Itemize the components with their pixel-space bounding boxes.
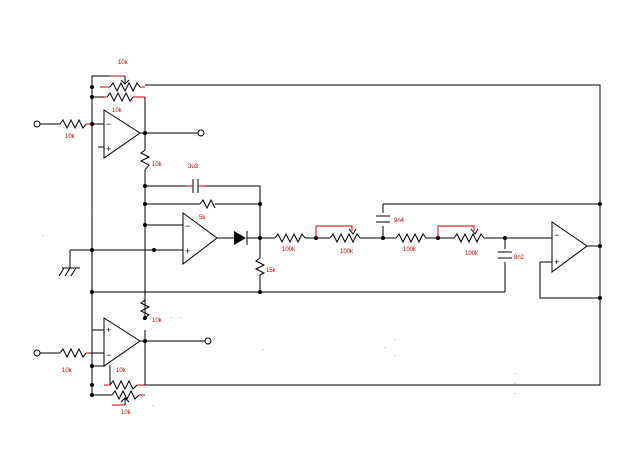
junction-dot [90, 383, 94, 387]
stray-mark: .. [90, 206, 92, 211]
opamp-integrator: − + [182, 212, 218, 266]
junction-dot [598, 244, 602, 248]
opamp-minus-sign: − [185, 221, 190, 231]
r-in-top [59, 118, 87, 130]
label-r-mid-top: 10k [152, 162, 163, 168]
input-terminal-bottom [33, 349, 41, 357]
junction-dot [90, 248, 94, 252]
opamp-minus-sign: − [554, 230, 559, 240]
pot-100k-2 [453, 232, 485, 244]
pot-100k-1 [329, 232, 361, 244]
label-c-9n4: 9n4 [394, 218, 405, 224]
junction-dots [90, 85, 602, 397]
junction-dot [143, 184, 147, 188]
junction-dot [90, 95, 94, 99]
stray-marks: .. .. .. .. .. .. .. .. .. .. .. .. [42, 206, 516, 407]
stray-mark: .. [180, 314, 182, 319]
r-diode-shunt [254, 257, 266, 276]
label-r-integrator: 5k [199, 215, 206, 221]
junction-dot [258, 290, 262, 294]
junction-dot [90, 393, 94, 397]
c-9n4 [376, 215, 390, 223]
junction-dot [598, 296, 602, 300]
stray-mark: .. [514, 380, 516, 385]
stray-mark: .. [152, 402, 154, 407]
opamp-plus-sign: + [106, 144, 111, 154]
junction-dot [143, 223, 147, 227]
label-r-100k-2: 100k [403, 247, 417, 253]
junction-dot [90, 290, 94, 294]
opamp-plus-sign: + [185, 246, 190, 256]
stray-mark: .. [262, 346, 264, 351]
opamp-plus-sign: + [554, 257, 559, 267]
r-in-bot [59, 347, 87, 359]
junction-dot [143, 131, 147, 135]
opamp-top: − + [103, 109, 141, 159]
c-integrator [186, 179, 205, 193]
r-100k-1 [274, 232, 306, 244]
stray-mark: .. [394, 352, 396, 357]
c-8n2 [498, 251, 512, 259]
label-pot-bot: 10k [121, 410, 132, 416]
resistors [59, 75, 512, 406]
diode-icon [234, 231, 248, 245]
pot-bot [111, 389, 140, 401]
label-c-8n2: 8n2 [514, 255, 525, 261]
stray-mark: .. [394, 336, 396, 341]
label-pot-100k-2: 100k [465, 251, 479, 257]
r-top-fb [106, 91, 134, 103]
stray-mark: .. [384, 344, 386, 349]
stray-mark: .. [42, 232, 44, 237]
junction-dot [90, 85, 94, 89]
label-r-in-top: 10k [65, 134, 76, 140]
ground-icon [58, 250, 80, 277]
label-r-diode-shunt: 15k [266, 268, 277, 274]
input-terminal-top [33, 120, 41, 128]
label-r-mid-bot: 10k [152, 318, 163, 324]
opamp-minus-sign: − [106, 350, 111, 360]
junction-dot [143, 202, 147, 206]
r-bot-fb [109, 379, 138, 391]
junction-dot [258, 236, 262, 240]
junction-dot [90, 364, 94, 368]
r-mid-top [139, 149, 151, 171]
label-r-top-fb: 10k [112, 108, 123, 114]
junction-dot [258, 202, 262, 206]
r-100k-2 [395, 232, 427, 244]
label-r-bot-fb: 10k [116, 368, 127, 374]
label-pot-100k-1: 100k [340, 249, 354, 255]
junction-dot [598, 202, 602, 206]
junction-dot [503, 236, 507, 240]
terminals [33, 120, 212, 357]
junction-dot [143, 339, 147, 343]
junction-dot [381, 236, 385, 240]
output-terminal-bottom [204, 337, 212, 345]
opamp-minus-sign: − [106, 119, 111, 129]
junction-dot [152, 248, 156, 252]
label-r-100k-1: 100k [282, 247, 296, 253]
r-mid-bot [139, 299, 151, 319]
stray-mark: .. [170, 314, 172, 319]
label-r-in-bot: 10k [62, 368, 73, 374]
opamp-bottom: + − [103, 317, 141, 367]
opamp-output: − + [551, 221, 588, 273]
pot-top [109, 81, 141, 93]
stray-mark: .. [514, 390, 516, 395]
component-labels: 10k 10k 10k 10k 3u3 5k 15k 100k 100k 9n4… [62, 60, 525, 416]
label-c-integrator: 3u3 [188, 164, 199, 170]
output-terminal-top [197, 129, 205, 137]
label-pot-top: 10k [118, 60, 129, 66]
opamp-plus-sign: + [106, 325, 111, 335]
wires [40, 75, 601, 396]
r-integrator [199, 198, 216, 210]
stray-mark: .. [514, 370, 516, 375]
